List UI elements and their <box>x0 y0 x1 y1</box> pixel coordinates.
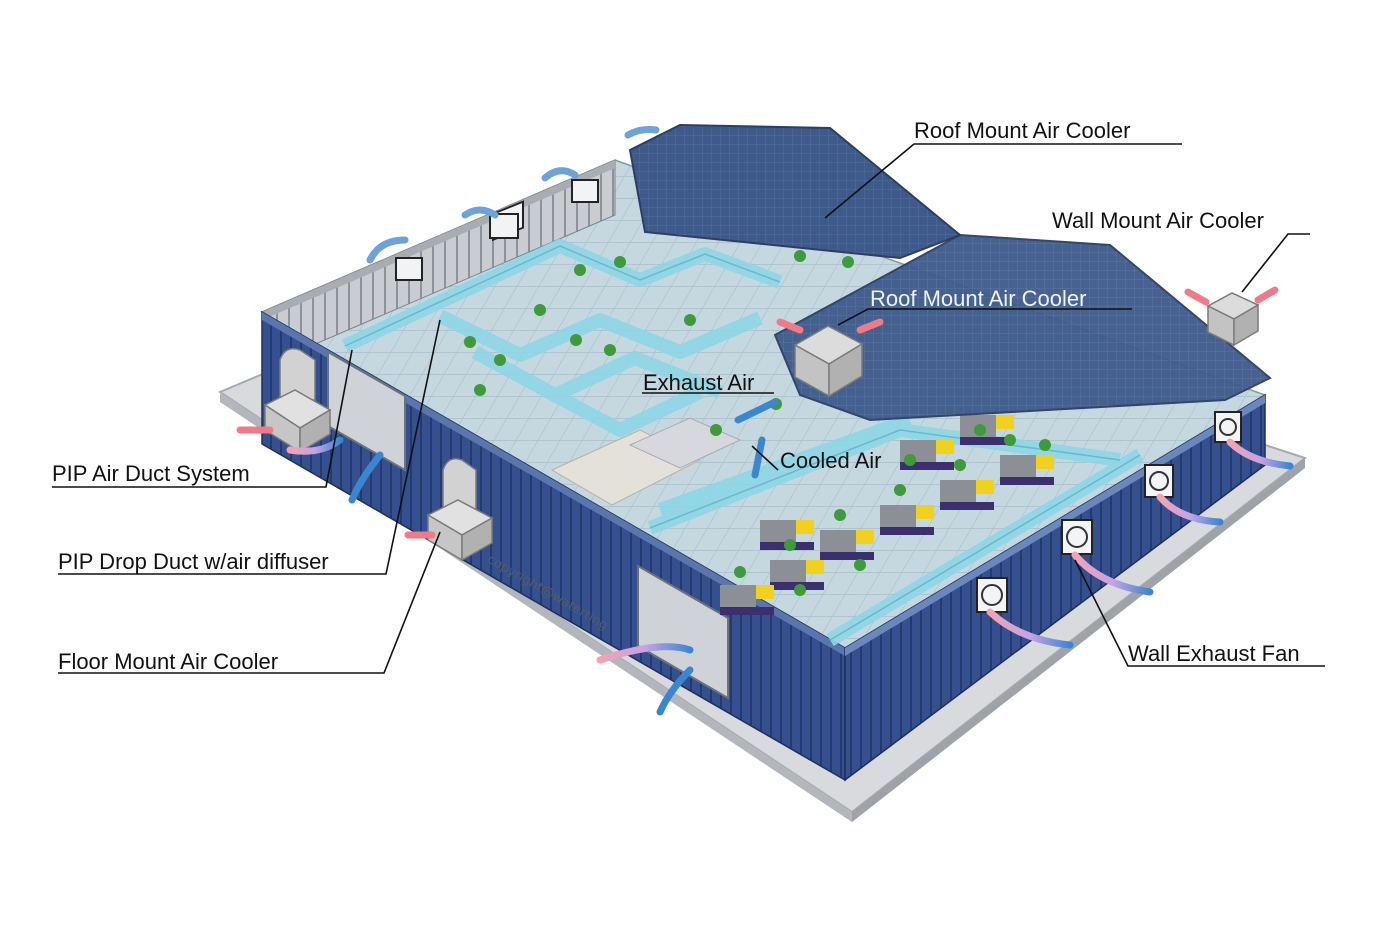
exhaust-arrow-icon <box>541 167 579 182</box>
label-exhaust-air: Exhaust Air <box>643 370 755 395</box>
wall-mount-cooler-unit <box>1206 292 1260 347</box>
floor-mount-cooler-front <box>426 458 494 562</box>
cooled-air-arrow-icon <box>348 451 384 504</box>
label-roof-mount-air-cooler-middle: Roof Mount Air Cooler <box>870 286 1087 311</box>
label-pip-air-duct-system: PIP Air Duct System <box>52 461 250 486</box>
exhaust-fan-icon <box>571 179 599 203</box>
hot-air-arrow-icon <box>1254 286 1279 304</box>
label-wall-exhaust-fan: Wall Exhaust Fan <box>1128 641 1300 666</box>
exhaust-fan-icon <box>1144 464 1174 498</box>
cooled-air-arrow-icon <box>286 436 344 455</box>
exhaust-fan-icon <box>976 577 1008 613</box>
wall-doors <box>327 350 729 700</box>
hot-air-arrow-icon <box>856 318 884 334</box>
workers <box>464 250 1051 596</box>
cooled-air-arrow-icon <box>656 666 694 716</box>
exhaust-arrow-icon <box>624 126 660 139</box>
exhaust-air-arrow-icon <box>734 398 779 424</box>
roof-section-2 <box>773 233 1272 422</box>
hot-air-arrow-icon <box>776 318 804 334</box>
exhaust-fan-icon <box>1214 411 1242 443</box>
leader-lines <box>52 143 1325 674</box>
exhaust-fan-icon <box>395 257 423 281</box>
label-floor-mount-air-cooler: Floor Mount Air Cooler <box>58 649 279 674</box>
label-roof-mount-air-cooler-top: Roof Mount Air Cooler <box>914 118 1131 143</box>
exhaust-arrow-icon <box>1226 438 1294 470</box>
exhaust-fan-icon <box>1061 519 1093 555</box>
label-cooled-air: Cooled Air <box>780 448 882 473</box>
label-wall-mount-air-cooler: Wall Mount Air Cooler <box>1052 208 1264 233</box>
exhaust-arrow-icon <box>366 236 409 264</box>
label-pip-drop-duct: PIP Drop Duct w/air diffuser <box>58 549 329 574</box>
exhaust-arrow-icon <box>461 206 499 219</box>
cooled-air-arrow-icon <box>751 436 766 479</box>
exhaust-arrow-icon <box>1071 551 1154 596</box>
roof-mount-cooler-unit <box>793 325 864 398</box>
wall-exhaust-fans <box>976 411 1242 613</box>
cooled-air-arrow-icon <box>596 643 694 664</box>
exhaust-arrow-icon <box>1156 493 1224 526</box>
airflow-arrows <box>236 126 1294 716</box>
exhaust-arrow-icon <box>986 608 1074 649</box>
hot-air-arrow-icon <box>1184 288 1210 306</box>
